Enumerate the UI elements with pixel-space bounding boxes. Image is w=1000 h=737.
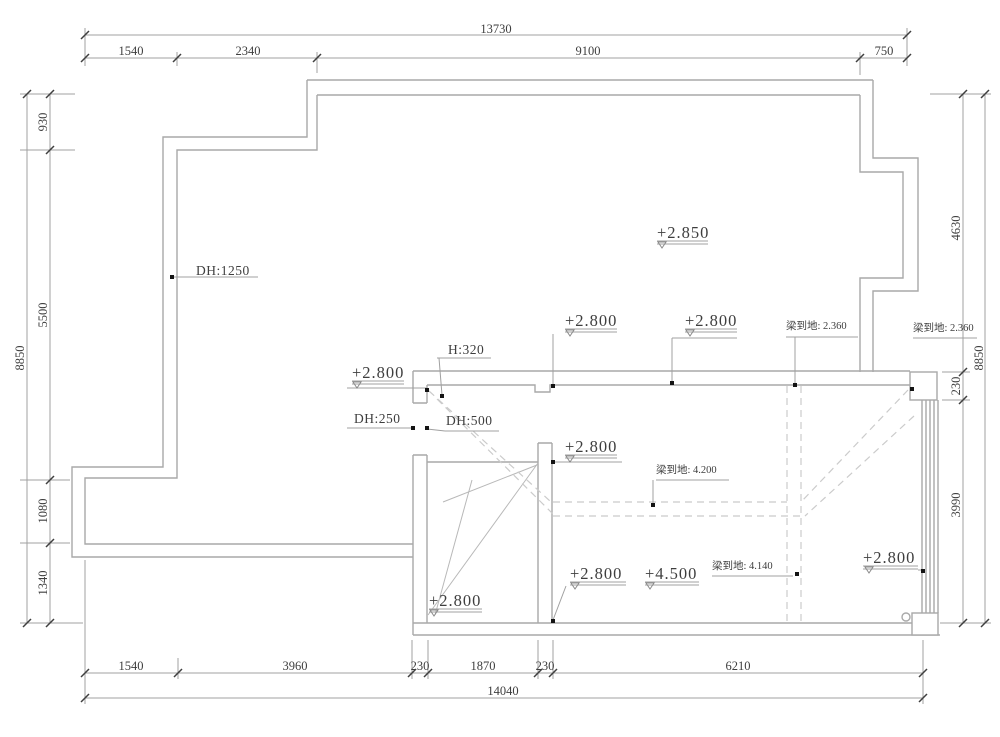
dimension-label-right-1: 230 xyxy=(948,376,963,396)
level-label-closet-top: +2.800 xyxy=(565,437,618,456)
dimension-label-bottom-4: 230 xyxy=(535,658,555,673)
dimension-label-left-overall: 8850 xyxy=(12,345,27,371)
dimension-label-top-0: 1540 xyxy=(118,43,144,58)
door-height-label-dh1250: DH:1250 xyxy=(196,263,250,278)
level-label-high-area: +4.500 xyxy=(645,564,698,583)
door-knob-circle xyxy=(901,612,911,622)
dimension-label-left-1: 5500 xyxy=(35,302,50,328)
dimension-label-right-2: 3990 xyxy=(948,492,963,518)
dimension-label-top-2: 9100 xyxy=(575,43,601,58)
height-label-h320: H:320 xyxy=(448,342,485,357)
dimension-label-bottom-0: 1540 xyxy=(118,658,144,673)
beam-to-floor-label-2: 梁到地: 2.360 xyxy=(913,323,974,334)
beam-to-floor-label-4: 梁到地: 4.140 xyxy=(712,561,773,572)
exterior-walls xyxy=(71,79,919,558)
level-label-closet-bottom: +2.800 xyxy=(429,591,482,610)
level-symbols xyxy=(352,241,874,617)
dimension-label-bottom-5: 6210 xyxy=(725,658,751,673)
level-label-upper-area: +2.850 xyxy=(657,223,710,242)
level-label-mid-room: +2.800 xyxy=(570,564,623,583)
dimension-ticks xyxy=(22,30,990,703)
dimension-label-left-2: 1080 xyxy=(35,498,50,524)
door-height-label-dh500: DH:500 xyxy=(446,413,493,428)
dimension-label-left-3: 1340 xyxy=(35,570,50,596)
column-bottom-right xyxy=(911,612,939,636)
dimension-label-top-overall: 13730 xyxy=(480,21,512,36)
level-label-top-mid-1: +2.800 xyxy=(565,311,618,330)
dimension-label-right-0: 4630 xyxy=(948,215,963,241)
door-height-label-dh250: DH:250 xyxy=(354,411,401,426)
dimension-label-bottom-overall: 14040 xyxy=(487,683,519,698)
dimension-label-top-1: 2340 xyxy=(235,43,261,58)
label-leaders xyxy=(172,240,977,621)
column-top-right xyxy=(909,371,938,401)
beam-to-floor-label-3: 梁到地: 4.200 xyxy=(656,465,717,476)
dimension-label-right-overall: 8850 xyxy=(971,345,986,371)
dimension-label-bottom-2: 230 xyxy=(410,658,430,673)
dimension-label-bottom-1: 3960 xyxy=(282,658,308,673)
dimension-label-left-0: 930 xyxy=(35,112,50,132)
unit-walls xyxy=(412,370,940,636)
reference-dots xyxy=(170,275,925,623)
dimension-lines xyxy=(20,28,991,704)
beam-dashed-lines xyxy=(428,386,915,621)
closet-cross-lines xyxy=(427,462,539,616)
level-label-right-wall: +2.800 xyxy=(863,548,916,567)
dimension-label-bottom-3: 1870 xyxy=(470,658,496,673)
dimension-label-top-3: 750 xyxy=(874,43,894,58)
beam-to-floor-label-1: 梁到地: 2.360 xyxy=(786,321,847,332)
level-label-entry-left: +2.800 xyxy=(352,363,405,382)
level-label-top-mid-2: +2.800 xyxy=(685,311,738,330)
